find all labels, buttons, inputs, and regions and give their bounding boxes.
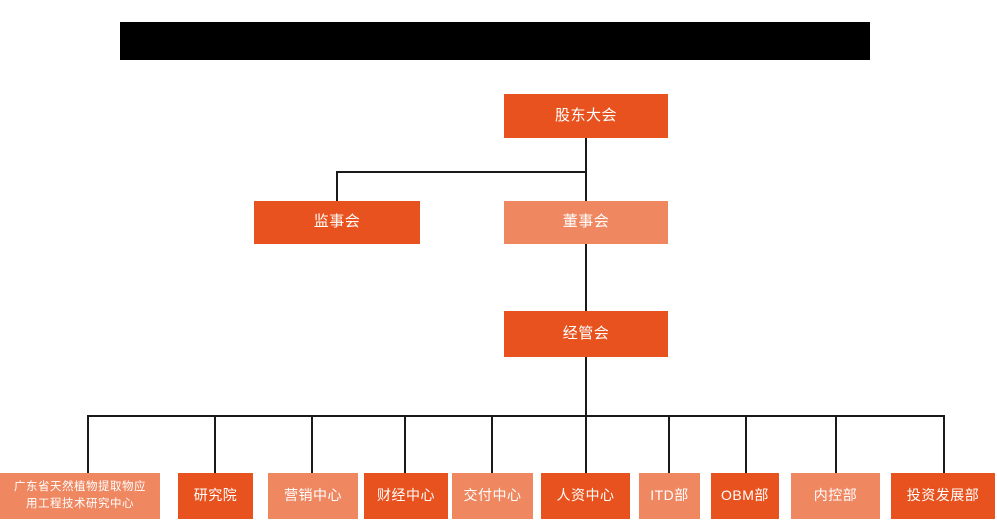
node-management-committee[interactable]: 经管会 bbox=[504, 311, 668, 357]
node-obm-department[interactable]: OBM部 bbox=[711, 473, 779, 519]
connector-directors-to-management bbox=[585, 244, 587, 311]
connector-to-internal-control-department bbox=[835, 415, 837, 473]
node-label-hr-center: 人资中心 bbox=[556, 487, 615, 504]
connector-level2-bus bbox=[336, 171, 587, 173]
connector-to-obm-department bbox=[745, 415, 747, 473]
connector-to-itd-department bbox=[668, 415, 670, 473]
node-label-research-institute: 研究院 bbox=[193, 487, 238, 504]
node-board-of-supervisors[interactable]: 监事会 bbox=[254, 201, 420, 244]
node-label-investment-development-department: 投资发展部 bbox=[906, 487, 980, 504]
connector-shareholders-trunk bbox=[585, 138, 587, 172]
node-hr-center[interactable]: 人资中心 bbox=[541, 473, 630, 519]
node-research-institute[interactable]: 研究院 bbox=[178, 473, 253, 519]
node-label-board-of-supervisors: 监事会 bbox=[313, 213, 361, 231]
connector-to-marketing-center bbox=[311, 415, 313, 473]
node-delivery-center[interactable]: 交付中心 bbox=[452, 473, 533, 519]
node-label-marketing-center: 营销中心 bbox=[284, 487, 342, 504]
connector-management-to-bus bbox=[585, 357, 587, 416]
connector-to-research-institute bbox=[214, 415, 216, 473]
node-label-obm-department: OBM部 bbox=[721, 487, 769, 504]
connector-to-board-of-directors bbox=[585, 171, 587, 202]
redacted-title-bar bbox=[120, 22, 870, 60]
connector-to-finance-center bbox=[404, 415, 406, 473]
node-label-gd-research-center: 广东省天然植物提取物应 用工程技术研究中心 bbox=[14, 481, 146, 510]
node-itd-department[interactable]: ITD部 bbox=[639, 473, 700, 519]
node-label-delivery-center: 交付中心 bbox=[463, 487, 522, 504]
connector-level4-bus bbox=[87, 415, 944, 417]
node-label-management-committee: 经管会 bbox=[562, 324, 610, 342]
connector-to-gd-research-center bbox=[87, 415, 89, 473]
node-investment-development-department[interactable]: 投资发展部 bbox=[891, 473, 995, 519]
node-label-itd-department: ITD部 bbox=[650, 487, 689, 504]
node-label-board-of-directors: 董事会 bbox=[562, 213, 610, 231]
connector-to-hr-center bbox=[585, 415, 587, 473]
node-internal-control-department[interactable]: 内控部 bbox=[791, 473, 880, 519]
node-label-shareholders-meeting: 股东大会 bbox=[554, 106, 617, 124]
connector-to-investment-development-department bbox=[943, 415, 945, 473]
connector-to-board-of-supervisors bbox=[336, 171, 338, 202]
node-shareholders-meeting[interactable]: 股东大会 bbox=[504, 94, 668, 138]
node-finance-center[interactable]: 财经中心 bbox=[364, 473, 448, 519]
node-marketing-center[interactable]: 营销中心 bbox=[268, 473, 358, 519]
node-board-of-directors[interactable]: 董事会 bbox=[504, 201, 668, 244]
node-label-internal-control-department: 内控部 bbox=[813, 487, 858, 504]
connector-to-delivery-center bbox=[491, 415, 493, 473]
node-gd-research-center[interactable]: 广东省天然植物提取物应 用工程技术研究中心 bbox=[0, 473, 160, 519]
node-label-finance-center: 财经中心 bbox=[377, 487, 435, 504]
